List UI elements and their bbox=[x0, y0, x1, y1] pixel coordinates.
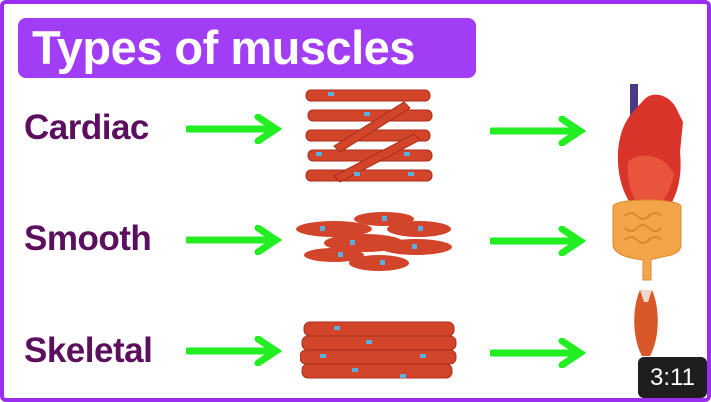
arrow-right-icon bbox=[490, 226, 586, 256]
label-cardiac: Cardiac bbox=[24, 108, 149, 147]
label-smooth: Smooth bbox=[24, 219, 152, 258]
intestine-icon bbox=[612, 199, 682, 281]
arrow-right-icon bbox=[186, 225, 282, 255]
arrow-right-icon bbox=[186, 336, 282, 366]
smooth-muscle-tissue-image bbox=[296, 212, 452, 271]
video-duration-badge: 3:11 bbox=[638, 357, 707, 398]
skeletal-muscle-tissue-image bbox=[300, 321, 457, 379]
thumbnail-title: Types of muscles bbox=[18, 18, 476, 78]
cardiac-muscle-tissue-image bbox=[305, 89, 433, 183]
skeletal-muscle-icon bbox=[634, 290, 658, 356]
label-skeletal: Skeletal bbox=[24, 331, 153, 370]
arrow-right-icon bbox=[186, 114, 282, 144]
arrow-right-icon bbox=[490, 338, 586, 368]
arrow-right-icon bbox=[490, 116, 586, 146]
